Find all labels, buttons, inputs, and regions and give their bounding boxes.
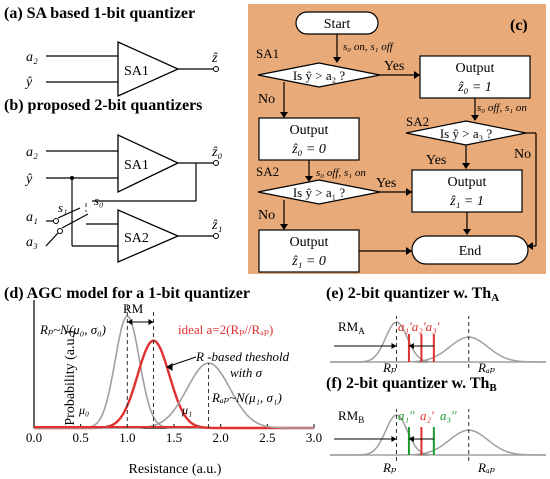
sa2-left-label: SA2 [256, 164, 279, 179]
x-tick-label: 3.0 [306, 430, 322, 445]
x-tick-label: 1.0 [119, 430, 135, 445]
panel-d-rm: RM [123, 301, 144, 316]
note-left: s₀ off, s₁ on [316, 167, 366, 179]
panel-a-block-label: SA1 [124, 64, 149, 79]
panel-a-input-y: ŷ [24, 75, 33, 90]
output-z1-0-value: ẑ₁ = 0 [291, 254, 326, 269]
rm-arrowhead [391, 436, 397, 442]
sa2-right-question: Is ŷ > a₃ ? [440, 126, 493, 141]
x-tick-label: 1.5 [166, 430, 182, 445]
output-z1-1 [411, 169, 523, 213]
panel-a-heading: (a) SA based 1-bit quantizer [4, 5, 195, 22]
panel-e-thresholds: a₁'a₂'a₃' [398, 319, 440, 334]
x-tick-label: 0.5 [73, 430, 89, 445]
sa1-comparator-a [117, 40, 180, 98]
panel-b-heading: (b) proposed 2-bit quantizers [4, 97, 202, 114]
panel-d-ideal: ideal a=2(Rₚ//Rₐₚ) [178, 322, 273, 337]
x-tick-label: 2.5 [259, 430, 275, 445]
sa2-left-yes: Yes [376, 176, 396, 191]
panel-d-xlabel: Resistance (a.u.) [129, 462, 222, 477]
panel-d-rbased-1: R -based theshold [195, 349, 290, 364]
output-z1-1-title: Output [448, 175, 487, 190]
sa1-comparator-b [117, 133, 180, 194]
panel-d-mu0: μ₀ [78, 403, 89, 417]
panel-a-input-a2: a₂ [26, 50, 38, 65]
sa1-question: Is ŷ > a₂ ? [293, 68, 346, 83]
panel-f: (f) 2-bit quantizer w. ThB RMB a₁'' a₂' … [326, 375, 546, 475]
panel-d: (d) AGC model for a 1-bit quantizer Prob… [4, 285, 322, 477]
panel-b-out1: ẑ₁ [211, 218, 222, 233]
start-note: s₀ on, s₁ off [343, 41, 395, 53]
panel-e-rp: Rₚ [382, 360, 396, 375]
panel-c: (c) Start s₀ on, s₁ off SA1 Is ŷ > a₂ ? … [248, 4, 546, 274]
rm-arrowhead-right [148, 319, 154, 325]
panel-f-rm: RMB [338, 408, 364, 425]
sa2-left-no: No [258, 208, 275, 223]
sa1-yes: Yes [384, 59, 404, 74]
output-z0-0-value: ẑ₀ = 0 [291, 142, 326, 157]
rm-arrowhead-left [127, 319, 133, 325]
panel-b-input-a1: a₁ [26, 210, 38, 225]
panel-b-input-a3: a₃ [26, 235, 38, 250]
output-z0-1-value: ẑ₀ = 1 [457, 80, 492, 95]
x-tick-label: 2.0 [213, 430, 229, 445]
panel-f-t2: a₂' [420, 408, 434, 423]
rap-curve [330, 429, 546, 456]
sa2-comparator-b [117, 209, 180, 263]
chart-f [330, 409, 546, 461]
panel-f-t1: a₁'' [398, 408, 415, 423]
chart-d: 0.0 0.5 1.0 1.5 2.0 2.5 3.0 [26, 300, 322, 445]
panel-d-rap-dist: Rₐₚ~N(μ₁, σ₁) [211, 390, 282, 405]
panel-d-rbased-2: with σ [230, 365, 263, 380]
x-tick-label: 0.0 [26, 430, 42, 445]
panel-b-block1-label: SA1 [124, 158, 149, 173]
spacing-arrowhead [408, 343, 414, 349]
spacing-arrowhead [408, 436, 414, 442]
panel-d-ylabel: Probability (a.u.) [63, 330, 78, 426]
sa2-right-yes: Yes [426, 153, 446, 168]
rap-curve [330, 336, 546, 363]
panel-f-heading: (f) 2-bit quantizer w. ThB [326, 375, 497, 394]
start-text: Start [324, 17, 351, 32]
panel-d-heading: (d) AGC model for a 1-bit quantizer [4, 285, 250, 302]
output-z0-1-title: Output [456, 61, 495, 76]
output-z1-0-title: Output [290, 235, 329, 250]
panel-e-heading: (e) 2-bit quantizer w. ThA [326, 285, 499, 304]
sa2-left-question: Is ŷ > a₁ ? [293, 185, 346, 200]
output-z0-1 [419, 55, 531, 99]
rm-arrowhead [391, 343, 397, 349]
sa1-decision-label: SA1 [256, 46, 279, 61]
panel-b-block2-label: SA2 [124, 231, 149, 246]
panel-f-t3: a₃'' [440, 408, 457, 423]
panel-d-rp-dist: Rₚ~N(μ₀, σ₀) [39, 322, 106, 337]
panel-f-rp: Rₚ [382, 460, 396, 475]
end-text: End [459, 244, 482, 259]
panel-a-output: ẑ [211, 51, 218, 66]
output-z1-0 [258, 229, 360, 273]
switch-s1-label: s₁ [58, 200, 68, 215]
output-z1-1-value: ẑ₁ = 1 [449, 194, 484, 209]
panel-b-input-y: ŷ [24, 172, 33, 187]
switch-s0-label: s₀ [94, 193, 104, 208]
panel-e-rm: RMA [338, 319, 365, 336]
sa2-right-no: No [514, 147, 531, 162]
chart-e [330, 316, 546, 368]
rbased-pointer-head [166, 363, 173, 371]
end-node [411, 235, 529, 265]
panel-a: (a) SA based 1-bit quantizer a₂ ŷ SA1 ẑ [4, 5, 219, 98]
note-right: s₀ off, s₁ on [477, 102, 527, 114]
panel-b: (b) proposed 2-bit quantizers a₂ ŷ a₁ a₃… [4, 97, 222, 263]
sa1-no: No [258, 92, 275, 107]
sa2-right-label: SA2 [406, 114, 429, 129]
panel-e: (e) 2-bit quantizer w. ThA RMA a₁'a₂'a₃'… [326, 285, 546, 375]
panel-d-mu1: μ₁ [181, 403, 192, 417]
panel-b-out0: ẑ₀ [211, 145, 222, 160]
panel-b-input-a2: a₂ [26, 145, 38, 160]
output-z0-0-title: Output [290, 123, 329, 138]
panel-f-rap: Rₐₚ [477, 460, 495, 475]
panel-c-label: (c) [510, 17, 528, 34]
panel-e-rap: Rₐₚ [477, 360, 495, 375]
